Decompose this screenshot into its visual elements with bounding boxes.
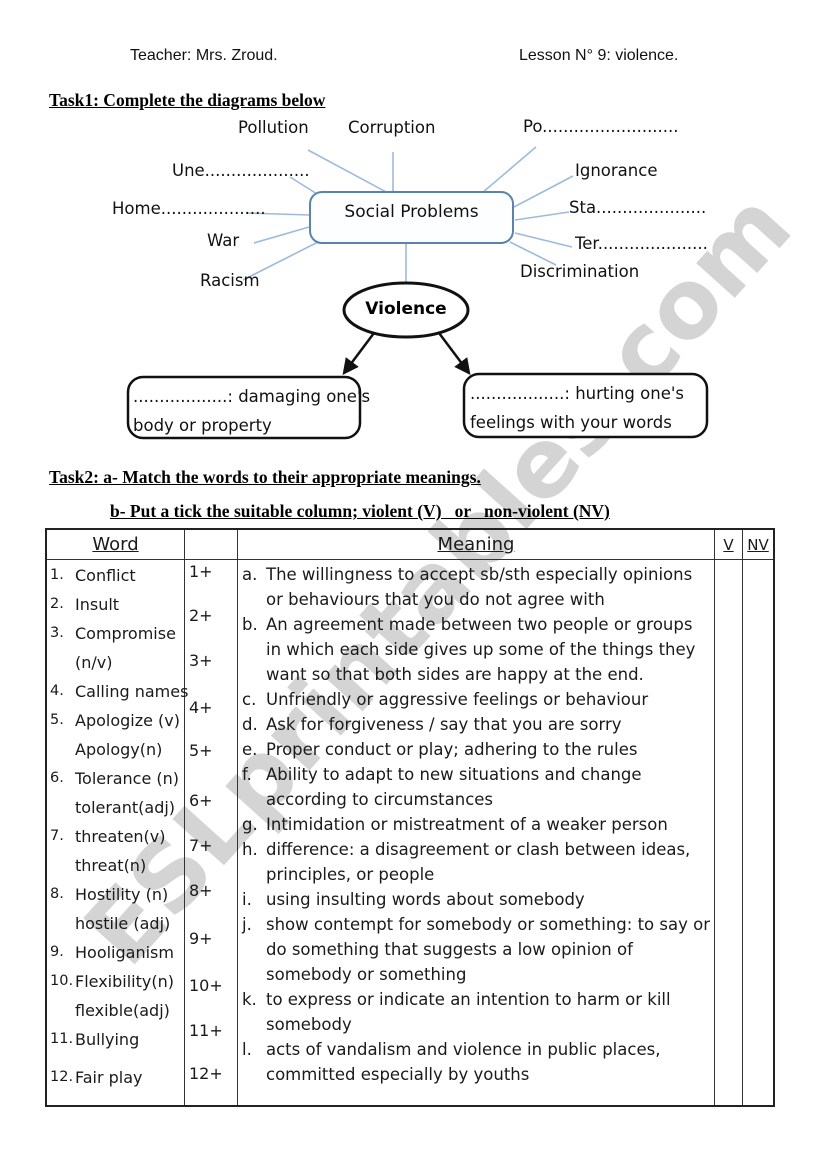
spoke-ter (514, 232, 573, 248)
spoke-discrimination (509, 241, 557, 266)
label-discrimination: Discrimination (520, 262, 640, 281)
physical-definition-box (126, 375, 362, 440)
task1-title: Task1: Complete the diagrams below (49, 90, 326, 110)
word-line: tolerant(adj) (75, 798, 176, 817)
header-v: V (715, 530, 743, 560)
label-war: War (207, 231, 240, 250)
meaning-item: j.show contempt for somebody or somethin… (242, 915, 710, 984)
lesson-title: Lesson N° 9: violence. (519, 47, 679, 64)
label-ignorance: Ignorance (575, 161, 658, 180)
violence-ellipse (342, 281, 470, 339)
social-problems-label: Social Problems (344, 202, 479, 222)
label-racism: Racism (200, 271, 260, 290)
answer-code: 6+ (189, 791, 213, 810)
spoke-racism (242, 240, 321, 281)
answer-code: 9+ (189, 929, 213, 948)
word-line: 3.Compromise (50, 624, 176, 643)
word-line: 4.Calling names (50, 682, 189, 701)
spoke-po (481, 146, 537, 194)
word-line: 7.threaten(v) (50, 827, 166, 846)
header-nv: NV (743, 530, 773, 560)
verbal-definition-line1: ..................: hurting one's (470, 384, 684, 403)
teacher-name: Teacher: Mrs. Zroud. (130, 47, 278, 64)
answer-code: 12+ (189, 1064, 223, 1083)
word-line: (n/v) (75, 653, 113, 672)
meaning-item: c.Unfriendly or aggressive feelings or b… (242, 690, 649, 709)
word-line: threat(n) (75, 856, 147, 875)
meaning-item: e.Proper conduct or play; adhering to th… (242, 740, 638, 759)
answer-code: 2+ (189, 606, 213, 625)
spoke-lines (242, 146, 574, 282)
task2-title-b: b- Put a tick the suitable column; viole… (110, 501, 610, 521)
verbal-definition-box (462, 372, 709, 439)
label-ter-blank: Ter..................... (575, 234, 708, 253)
verbal-definition-text: ..................: hurting one's feelin… (470, 379, 706, 437)
label-home-blank: Home.................... (112, 199, 266, 218)
answer-code: 4+ (189, 698, 213, 717)
header-code (185, 530, 238, 560)
meaning-item: b.An agreement made between two people o… (242, 615, 696, 684)
word-line: 1.Conflict (50, 566, 136, 585)
physical-definition-text: ..................: damaging one's body … (133, 382, 371, 440)
word-line: flexible(adj) (75, 1001, 170, 1020)
word-line: 10.Flexibility(n) (50, 972, 174, 991)
spoke-war (253, 226, 310, 244)
answer-code: 3+ (189, 651, 213, 670)
word-line: 8.Hostility (n) (50, 885, 169, 904)
meaning-item: g.Intimidation or mistreatment of a weak… (242, 815, 668, 834)
answer-code: 11+ (189, 1021, 223, 1040)
header-meaning: Meaning (238, 530, 715, 560)
word-line: 5.Apologize (v) (50, 711, 181, 730)
spoke-sta (514, 211, 570, 221)
nv-tick-cell (743, 560, 773, 1105)
meaning-item: f.Ability to adapt to new situations and… (242, 765, 642, 809)
word-list-cell: 1.Conflict 2.Insult 3.Compromise (n/v) 4… (47, 560, 189, 1105)
social-problems-box (309, 191, 514, 244)
answer-code: 7+ (189, 836, 213, 855)
word-line: hostile (adj) (75, 914, 171, 933)
word-line: 9.Hooliganism (50, 943, 174, 962)
spoke-ignorance (513, 175, 574, 208)
arrow-to-verbal (438, 332, 471, 375)
physical-definition-line1: ..................: damaging one's (133, 387, 371, 406)
spoke-pollution (307, 149, 389, 194)
label-une-blank: Une.................... (172, 161, 310, 180)
meaning-item: d.Ask for forgiveness / say that you are… (242, 715, 622, 734)
meaning-list-cell: a.The willingness to accept sb/sth espec… (238, 560, 715, 1105)
answer-code: 1+ (189, 562, 213, 581)
violence-label: Violence (365, 299, 447, 319)
meaning-item: h.difference: a disagreement or clash be… (242, 840, 691, 884)
meaning-item: k.to express or indicate an intention to… (242, 990, 671, 1034)
label-corruption: Corruption (348, 118, 436, 137)
answer-code: 5+ (189, 741, 213, 760)
matching-table: Word Meaning V NV 1.Conflict 2.Insult 3.… (45, 528, 775, 1107)
label-po-blank: Po.......................... (523, 117, 679, 136)
verbal-definition-line2: feelings with your words (470, 413, 672, 432)
task2-title-a: Task2: a- Match the words to their appro… (49, 467, 481, 487)
meaning-item: a.The willingness to accept sb/sth espec… (242, 565, 693, 609)
physical-definition-line2: body or property (133, 416, 272, 435)
answer-code-cell: 1+ 2+ 3+ 4+ 5+ 6+ 7+ 8+ 9+ 10+ 11+ 12+ (185, 560, 238, 1105)
word-line: 12.Fair play (50, 1068, 143, 1087)
v-tick-cell (715, 560, 743, 1105)
header-word: Word (47, 530, 185, 560)
diagram-graphics (126, 146, 709, 440)
label-sta-blank: Sta..................... (569, 198, 707, 217)
meaning-item: i.using insulting words about somebody (242, 890, 585, 909)
answer-code: 10+ (189, 976, 223, 995)
word-line: 6.Tolerance (n) (50, 769, 180, 788)
label-pollution: Pollution (238, 118, 309, 137)
answer-code: 8+ (189, 881, 213, 900)
word-line: 11.Bullying (50, 1030, 140, 1049)
word-line: 2.Insult (50, 595, 120, 614)
spoke-home (245, 212, 310, 216)
arrow-to-physical (342, 332, 375, 375)
social-problems-diagram: Pollution Corruption Po.................… (0, 105, 821, 450)
meaning-item: l.acts of vandalism and violence in publ… (242, 1040, 661, 1084)
word-line: Apology(n) (75, 740, 163, 759)
